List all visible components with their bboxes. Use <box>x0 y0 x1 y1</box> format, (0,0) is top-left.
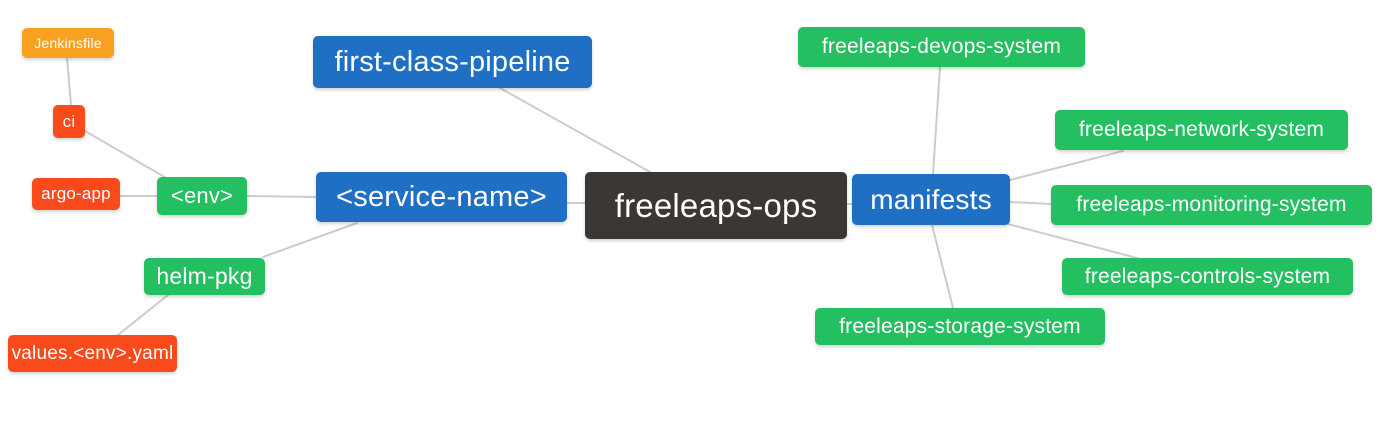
node-manifests[interactable]: manifests <box>852 174 1010 225</box>
edge-jenkinsfile-ci <box>66 57 72 106</box>
node-freeleaps-ops[interactable]: freeleaps-ops <box>585 172 847 239</box>
edge-manifests-monitoring <box>1009 201 1052 205</box>
node-first-class-pipeline[interactable]: first-class-pipeline <box>313 36 592 88</box>
node-ci[interactable]: ci <box>53 105 85 138</box>
edge-manifests-storage <box>931 224 954 309</box>
edge-ci-env <box>84 130 169 180</box>
edge-env-servicename <box>246 195 317 198</box>
node-jenkinsfile[interactable]: Jenkinsfile <box>22 28 114 58</box>
node-freeleaps-network-system[interactable]: freeleaps-network-system <box>1055 110 1348 150</box>
node-freeleaps-storage-system[interactable]: freeleaps-storage-system <box>815 308 1105 345</box>
node-env[interactable]: <env> <box>157 177 247 215</box>
node-freeleaps-monitoring-system[interactable]: freeleaps-monitoring-system <box>1051 185 1372 225</box>
node-service-name[interactable]: <service-name> <box>316 172 567 222</box>
node-freeleaps-controls-system[interactable]: freeleaps-controls-system <box>1062 258 1353 295</box>
edge-helmpkg-servicename <box>262 222 358 258</box>
edge-manifests-controls <box>1007 223 1138 259</box>
node-values-env-yaml[interactable]: values.<env>.yaml <box>8 335 177 372</box>
node-argo-app[interactable]: argo-app <box>32 178 120 210</box>
edge-manifests-devops <box>932 66 941 175</box>
edge-valuesyaml-helmpkg <box>117 294 169 336</box>
edge-pipeline-freeleapsops <box>499 87 651 173</box>
edge-manifests-network <box>1009 150 1124 181</box>
node-helm-pkg[interactable]: helm-pkg <box>144 258 265 295</box>
node-freeleaps-devops-system[interactable]: freeleaps-devops-system <box>798 27 1085 67</box>
